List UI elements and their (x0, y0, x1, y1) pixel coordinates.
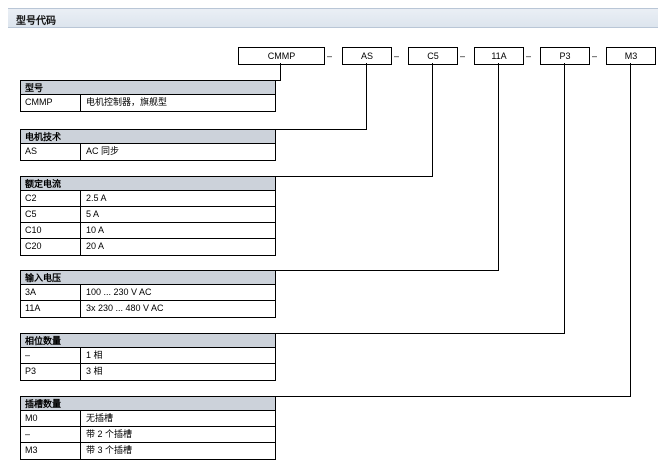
table-row: C2 2.5 A (21, 191, 275, 207)
cell-desc: 电机控制器，旗舰型 (86, 97, 168, 107)
cell-desc: 无插槽 (86, 413, 114, 423)
cell-code: 11A (21, 301, 81, 317)
connector-m3-h (20, 396, 631, 397)
cell-desc: 1 相 (86, 350, 103, 360)
table-slot-count-header: 插槽数量 (21, 397, 275, 411)
code-box-11a: 11A (474, 47, 524, 65)
cell-desc: 5 A (86, 209, 100, 219)
cell-desc: 3x 230 ... 480 V AC (86, 303, 164, 313)
table-row: C20 20 A (21, 239, 275, 255)
table-row: M3 带 3 个插槽 (21, 443, 275, 459)
cell-code: M0 (21, 411, 81, 426)
cell-code: C5 (21, 207, 81, 222)
table-model-header: 型号 (21, 81, 275, 95)
table-row: 3A 100 ... 230 V AC (21, 285, 275, 301)
page-title: 型号代码 (16, 16, 56, 27)
table-row: C5 5 A (21, 207, 275, 223)
code-separator-5: – (592, 51, 598, 61)
cell-code: M3 (21, 443, 81, 459)
code-separator-4: – (526, 51, 532, 61)
table-input-voltage-header: 输入电压 (21, 271, 275, 285)
code-box-cmmp: CMMP (238, 47, 325, 65)
cell-code: C2 (21, 191, 81, 206)
code-box-as: AS (342, 47, 392, 65)
table-row: P3 3 相 (21, 364, 275, 380)
cell-code: C20 (21, 239, 81, 255)
cell-desc: 20 A (86, 241, 105, 251)
code-box-m3: M3 (606, 47, 656, 65)
table-row: AS AC 同步 (21, 144, 275, 160)
code-box-p3: P3 (540, 47, 590, 65)
table-motor-technology-header: 电机技术 (21, 130, 275, 144)
cell-desc: 带 3 个插槽 (86, 445, 133, 455)
table-row: – 带 2 个插槽 (21, 427, 275, 443)
cell-code: P3 (21, 364, 81, 380)
table-motor-technology: 电机技术 AS AC 同步 (20, 129, 276, 161)
code-separator-1: – (327, 51, 333, 61)
cell-code: C10 (21, 223, 81, 238)
cell-desc: 带 2 个插槽 (86, 429, 133, 439)
table-slot-count: 插槽数量 M0 无插槽 – 带 2 个插槽 M3 带 3 个插槽 (20, 396, 276, 460)
table-phase-count: 相位数量 – 1 相 P3 3 相 (20, 333, 276, 381)
table-row: CMMP 电机控制器，旗舰型 (21, 95, 275, 111)
table-row: 11A 3x 230 ... 480 V AC (21, 301, 275, 317)
cell-desc: 2.5 A (86, 193, 107, 203)
cell-desc: 10 A (86, 225, 105, 235)
cell-code: CMMP (21, 95, 81, 111)
connector-p3-v (564, 63, 565, 333)
connector-11a-v (498, 63, 499, 270)
cell-desc: 100 ... 230 V AC (86, 287, 152, 297)
cell-code: AS (21, 144, 81, 160)
connector-c5-v (432, 63, 433, 176)
code-separator-2: – (394, 51, 400, 61)
connector-as-v (366, 63, 367, 129)
table-row: – 1 相 (21, 348, 275, 364)
code-separator-3: – (460, 51, 466, 61)
cell-code: – (21, 348, 81, 363)
section-title-bar: 型号代码 (8, 8, 658, 28)
table-row: C10 10 A (21, 223, 275, 239)
table-rated-current: 额定电流 C2 2.5 A C5 5 A C10 10 A C20 20 A (20, 176, 276, 256)
connector-m3-v (630, 63, 631, 396)
code-box-c5: C5 (408, 47, 458, 65)
cell-code: – (21, 427, 81, 442)
cell-desc: 3 相 (86, 366, 103, 376)
connector-p3-h (20, 333, 565, 334)
table-input-voltage: 输入电压 3A 100 ... 230 V AC 11A 3x 230 ... … (20, 270, 276, 318)
connector-cmmp-v (280, 63, 281, 80)
cell-code: 3A (21, 285, 81, 300)
cell-desc: AC 同步 (86, 146, 120, 156)
table-phase-count-header: 相位数量 (21, 334, 275, 348)
table-row: M0 无插槽 (21, 411, 275, 427)
table-model: 型号 CMMP 电机控制器，旗舰型 (20, 80, 276, 112)
table-rated-current-header: 额定电流 (21, 177, 275, 191)
